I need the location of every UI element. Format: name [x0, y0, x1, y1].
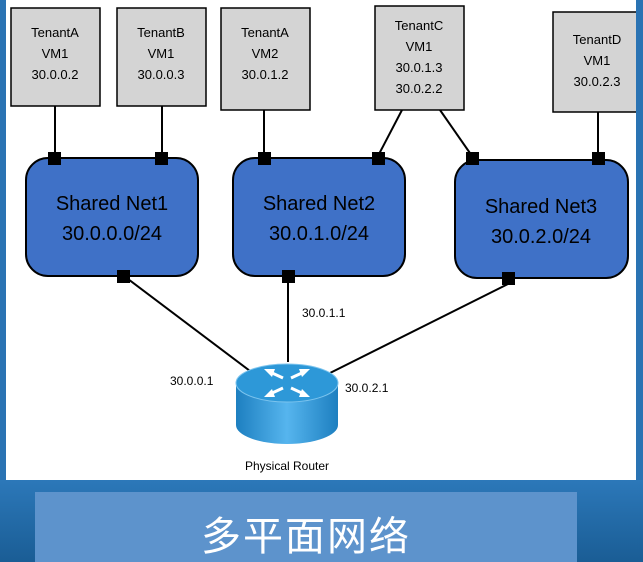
network-diagram: TenantA VM1 30.0.0.2 TenantB VM1 30.0.0.… — [10, 5, 643, 473]
network-port — [117, 270, 130, 283]
network-name: Shared Net1 — [56, 193, 168, 215]
link-vm4-net3 — [439, 109, 473, 157]
network-port — [502, 272, 515, 285]
router-label: Physical Router — [245, 459, 329, 473]
ports — [48, 152, 605, 285]
vm-box: TenantA VM1 30.0.0.2 — [10, 7, 101, 107]
diagram-panel: TenantA VM1 30.0.0.2 TenantB VM1 30.0.0.… — [0, 0, 643, 480]
uplink-ip-label: 30.0.0.1 — [170, 374, 214, 388]
router-icon — [235, 363, 339, 444]
vm-tenant: TenantD — [573, 32, 621, 47]
network-port — [48, 152, 61, 165]
vm-name: VM1 — [148, 46, 175, 61]
vm-box: TenantC VM1 30.0.1.3 30.0.2.2 — [374, 5, 465, 111]
network-port — [372, 152, 385, 165]
vm-ip: 30.0.2.3 — [574, 74, 621, 89]
vm-tenant: TenantA — [241, 25, 289, 40]
vm-ip: 30.0.1.3 — [396, 60, 443, 75]
right-border-strip — [636, 0, 643, 480]
network-port — [155, 152, 168, 165]
vm-ip: 30.0.1.2 — [242, 67, 289, 82]
vm-box: TenantD VM1 30.0.2.3 — [552, 11, 643, 113]
shared-network: Shared Net2 30.0.1.0/24 — [232, 157, 406, 277]
network-cidr: 30.0.0.0/24 — [62, 223, 162, 245]
uplink-ip-label: 30.0.1.1 — [302, 306, 346, 320]
link-net1-router — [123, 275, 259, 378]
network-port — [282, 270, 295, 283]
network-cidr: 30.0.2.0/24 — [491, 226, 591, 248]
network-name: Shared Net2 — [263, 193, 375, 215]
network-port — [592, 152, 605, 165]
vm-name: VM2 — [252, 46, 279, 61]
shared-network: Shared Net1 30.0.0.0/24 — [25, 157, 199, 277]
uplink-ip-label: 30.0.2.1 — [345, 381, 389, 395]
network-port — [258, 152, 271, 165]
network-name: Shared Net3 — [485, 196, 597, 218]
vm-ip: 30.0.0.2 — [32, 67, 79, 82]
vm-box: TenantB VM1 30.0.0.3 — [116, 7, 207, 107]
vm-name: VM1 — [42, 46, 69, 61]
vm-tenant: TenantB — [137, 25, 185, 40]
vm-tenant: TenantC — [395, 18, 443, 33]
network-cidr: 30.0.1.0/24 — [269, 223, 369, 245]
network-port — [466, 152, 479, 165]
connection-lines — [54, 106, 599, 378]
caption-title: 多平面网络 — [201, 514, 411, 560]
vm-ip: 30.0.2.2 — [396, 81, 443, 96]
caption-box: 多平面网络 — [35, 492, 577, 562]
vm-name: VM1 — [584, 53, 611, 68]
vm-ip: 30.0.0.3 — [138, 67, 185, 82]
vm-name: VM1 — [406, 39, 433, 54]
link-vm4-net2 — [377, 109, 403, 157]
link-net3-router — [321, 283, 509, 378]
vm-tenant: TenantA — [31, 25, 79, 40]
left-border-strip — [0, 0, 6, 480]
vm-box: TenantA VM2 30.0.1.2 — [220, 7, 311, 111]
shared-network: Shared Net3 30.0.2.0/24 — [454, 159, 629, 279]
